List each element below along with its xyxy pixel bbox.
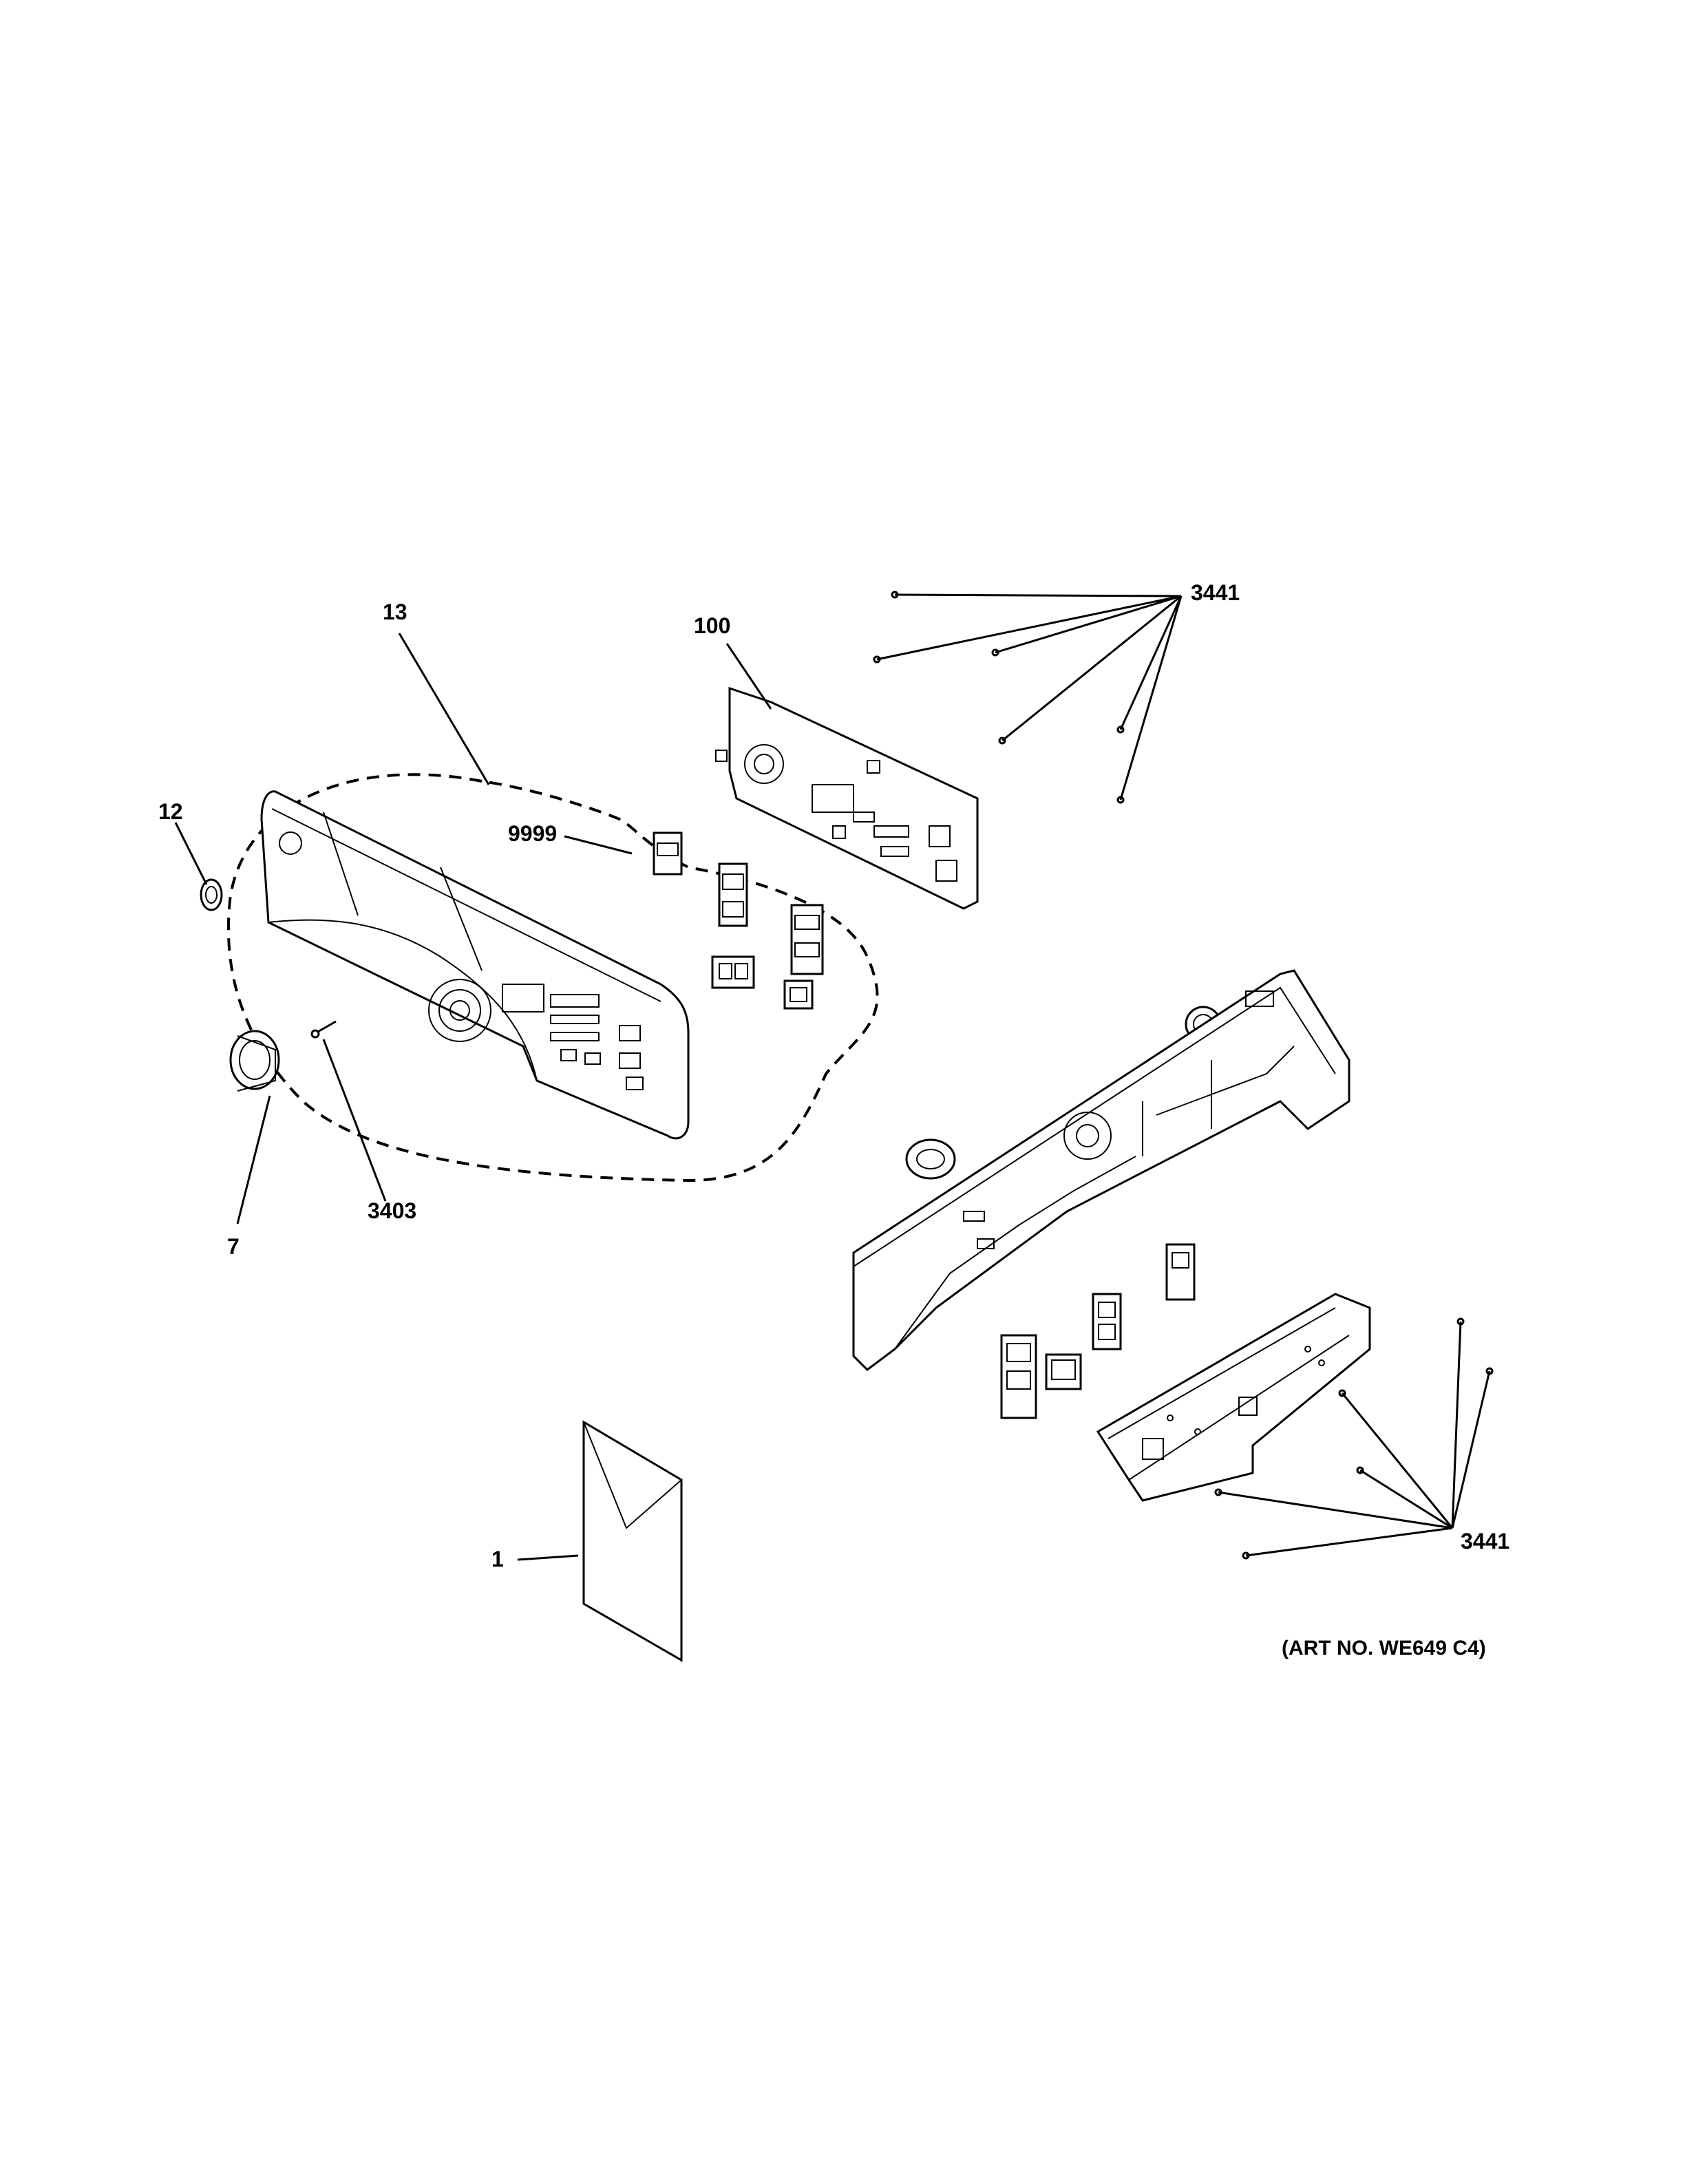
console-frame [852,969,1350,1371]
button-board [1096,1293,1371,1502]
frame-buttons [1000,1243,1196,1419]
knob-7 [229,1030,280,1092]
screws-3441-bottom [1214,1317,1494,1560]
art-number: (ART NO. WE649 C4) [1282,1637,1486,1660]
callout-1: 1 [491,1547,504,1571]
callout-13: 13 [383,600,407,624]
manual-1 [582,1420,683,1662]
grommet-12 [200,878,223,911]
callout-12: 12 [158,799,183,824]
callout-9999: 9999 [508,821,557,846]
console-panel-13 [260,790,690,1140]
control-board-100 [715,686,979,910]
screw-3403 [310,1020,337,1039]
leader-lines [174,593,1491,1561]
callout-7: 7 [227,1234,240,1259]
callout-3403: 3403 [368,1198,416,1223]
callout-3441-top: 3441 [1191,580,1240,605]
callout-3441-bottom: 3441 [1461,1529,1509,1554]
frame-knob [905,1138,956,1180]
button-group-9999 [653,831,824,1010]
callout-100: 100 [694,613,730,638]
